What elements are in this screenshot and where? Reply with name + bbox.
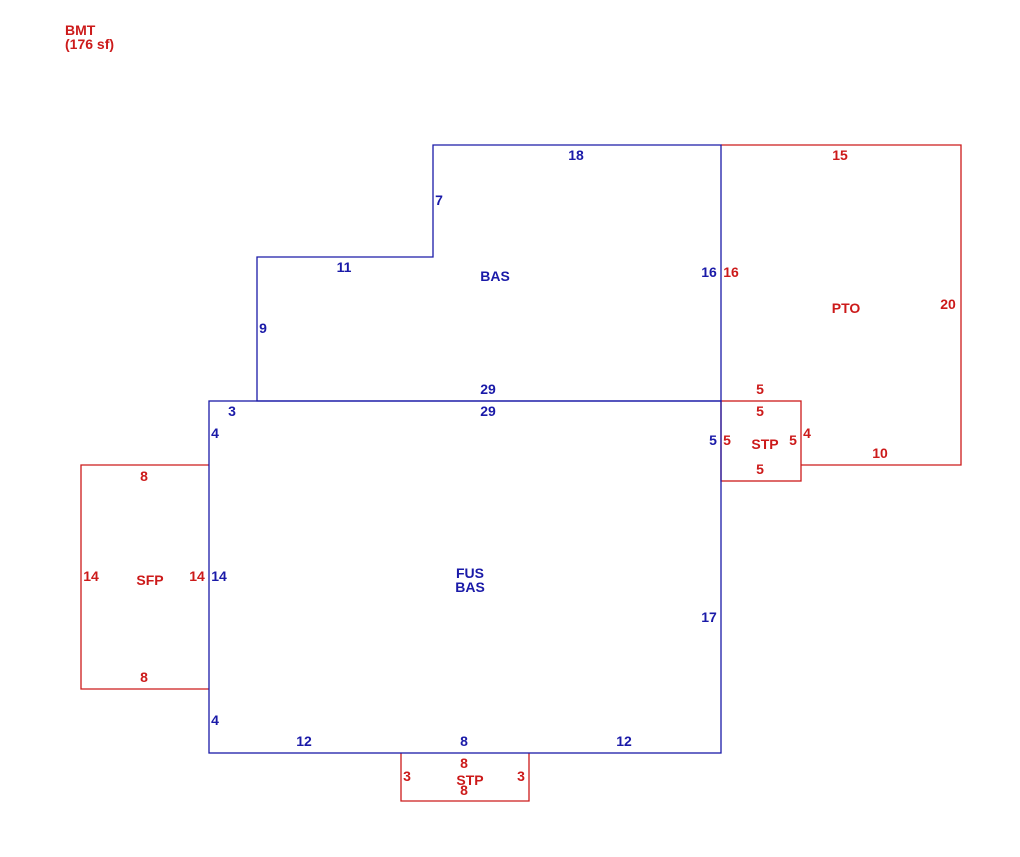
sfp-top-dim: 8 (140, 468, 148, 484)
stp-right-bottom-dim: 5 (756, 461, 764, 477)
upper-bottom-dim: 29 (480, 381, 496, 397)
upper-step-dim: 11 (337, 259, 352, 275)
main-bottom-mid-dim: 8 (460, 733, 468, 749)
sfp-label: SFP (136, 572, 163, 588)
upper-right-dim: 16 (701, 264, 717, 280)
header-title: BMT (65, 22, 96, 38)
pto-bottom-dim: 10 (872, 445, 888, 461)
main-bas-label: BAS (455, 579, 485, 595)
pto-label: PTO (832, 300, 861, 316)
pto-outline (721, 144, 962, 466)
header-area: (176 sf) (65, 36, 114, 52)
sfp-right-dim: 14 (189, 568, 205, 584)
main-bottom-left-dim: 12 (296, 733, 312, 749)
main-bottom-right-dim: 12 (616, 733, 632, 749)
main-fus-label: FUS (456, 565, 484, 581)
pto-right-dim: 20 (940, 296, 956, 312)
main-left-mid-dim: 14 (211, 568, 227, 584)
main-right-top-dim: 5 (709, 432, 717, 448)
stp-bottom-outline (400, 753, 530, 802)
pto-left-dim: 16 (723, 264, 739, 280)
stp-right-right-dim: 5 (789, 432, 797, 448)
pto-top-dim: 15 (832, 147, 848, 163)
stp-right-label: STP (751, 436, 778, 452)
stp-right-top-outer-dim: 5 (756, 381, 764, 397)
upper-left-dim: 9 (259, 320, 267, 336)
sfp-left-dim: 14 (83, 568, 99, 584)
stp-right-left-dim: 5 (723, 432, 731, 448)
main-left-bottom-dim: 4 (211, 712, 219, 728)
sfp-bottom-dim: 8 (140, 669, 148, 685)
stp-bottom-top-dim: 8 (460, 755, 468, 771)
main-top-dim: 29 (480, 403, 496, 419)
upper-bas-label: BAS (480, 268, 510, 284)
stp-right-top-dim: 5 (756, 403, 764, 419)
main-offset-dim: 3 (228, 403, 236, 419)
stp-bottom-left-dim: 3 (403, 768, 411, 784)
upper-notch-dim: 7 (435, 192, 443, 208)
stp-bottom-bottom-dim: 8 (460, 782, 468, 798)
stp-bottom-right-dim: 3 (517, 768, 525, 784)
main-right-dim: 17 (701, 609, 717, 625)
stp-bottom-label: STP (456, 772, 483, 788)
main-bas-outline (208, 400, 722, 754)
pto-inner-right-dim: 4 (803, 425, 811, 441)
upper-top-dim: 18 (568, 147, 584, 163)
sfp-outline (80, 464, 209, 690)
main-left-top-dim: 4 (211, 425, 219, 441)
